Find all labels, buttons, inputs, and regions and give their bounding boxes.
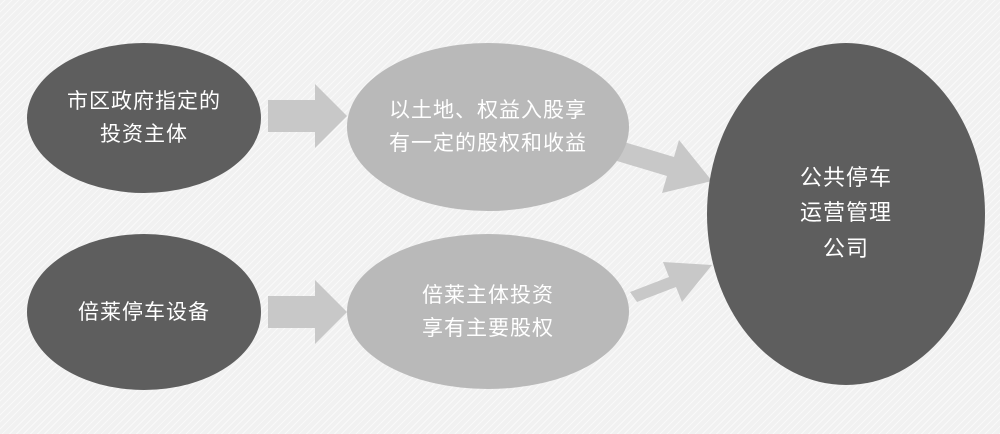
node-government-investor-label: 市区政府指定的 投资主体 [67, 89, 221, 146]
node-main-investment-equity-label: 倍莱主体投资 享有主要股权 [422, 282, 554, 340]
node-parking-operations-company: 公共停车 运营管理 公司 [707, 43, 985, 385]
arrow-equip-to-invest [268, 280, 347, 344]
node-land-equity-benefit: 以土地、权益入股享 有一定的股权和收益 [347, 43, 629, 211]
node-land-equity-benefit-label: 以土地、权益入股享 有一定的股权和收益 [389, 98, 587, 155]
node-government-investor: 市区政府指定的 投资主体 [27, 43, 261, 193]
node-main-investment-equity: 倍莱主体投资 享有主要股权 [347, 234, 629, 389]
node-parking-equipment-label: 倍莱停车设备 [78, 299, 210, 324]
node-parking-operations-company-label: 公共停车 运营管理 公司 [799, 166, 892, 262]
arrow-benefit-to-company [617, 140, 712, 193]
arrow-gov-to-benefit [268, 84, 347, 148]
arrow-invest-to-company [630, 262, 712, 302]
node-parking-equipment: 倍莱停车设备 [27, 234, 261, 390]
